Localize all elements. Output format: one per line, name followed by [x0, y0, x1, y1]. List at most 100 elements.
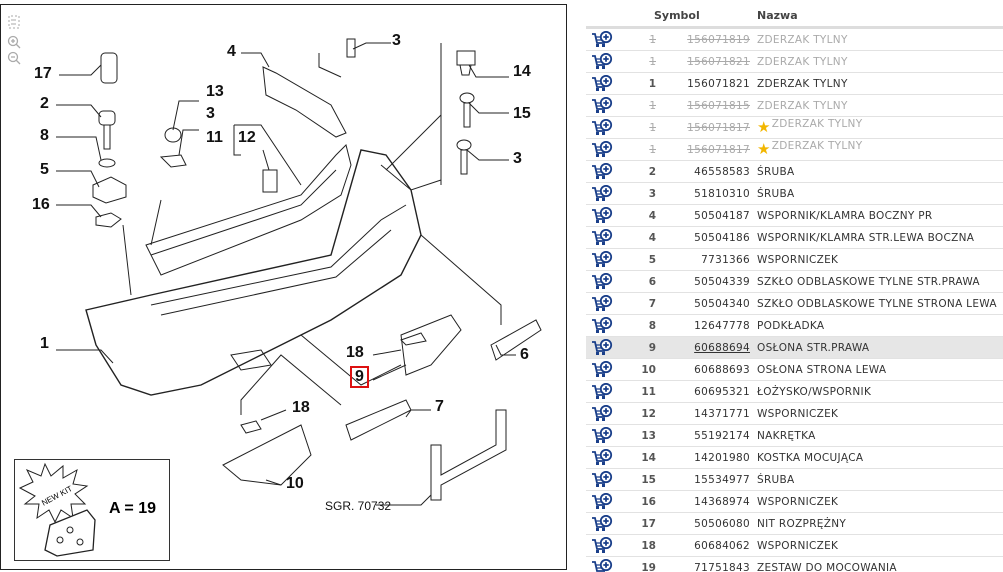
header-symbol[interactable]: Symbol	[654, 9, 700, 22]
callout-3-right[interactable]: 3	[513, 150, 522, 167]
parts-diagram[interactable]: 17 2 8 5 16 1 13 3 11 12 4 3 14 15 3 18 …	[0, 4, 567, 570]
callout-6[interactable]: 6	[520, 346, 529, 363]
part-symbol: 14201980	[694, 452, 750, 464]
group-reference: SGR. 70732	[325, 499, 392, 513]
callout-3-left[interactable]: 3	[206, 105, 215, 122]
part-name-text: ŚRUBA	[757, 188, 795, 200]
add-to-cart-icon[interactable]	[591, 404, 613, 423]
add-to-cart-icon[interactable]	[591, 206, 613, 225]
position-number: 19	[641, 562, 656, 572]
header-name[interactable]: Nazwa	[757, 9, 798, 22]
add-to-cart-icon[interactable]	[591, 514, 613, 533]
callout-10[interactable]: 10	[286, 475, 304, 492]
add-to-cart-icon[interactable]	[591, 382, 613, 401]
part-symbol: 50504186	[694, 232, 750, 244]
callout-16[interactable]: 16	[32, 196, 50, 213]
callout-17[interactable]: 17	[34, 65, 52, 82]
part-name: OSŁONA STR.PRAWA	[757, 342, 869, 354]
add-to-cart-icon[interactable]	[591, 338, 613, 357]
part-symbol: 60688693	[694, 364, 750, 376]
add-to-cart-icon[interactable]	[591, 118, 613, 137]
add-to-cart-icon[interactable]	[591, 360, 613, 379]
part-name: NAKRĘTKA	[757, 430, 816, 442]
callout-15[interactable]: 15	[513, 105, 531, 122]
position-number: 16	[641, 496, 656, 508]
callout-2[interactable]: 2	[40, 95, 49, 112]
add-to-cart-icon[interactable]	[591, 74, 613, 93]
position-number: 1	[649, 100, 656, 112]
callout-1[interactable]: 1	[40, 335, 49, 352]
callout-12[interactable]: 12	[238, 129, 256, 146]
add-to-cart-icon[interactable]	[591, 162, 613, 181]
add-to-cart-icon[interactable]	[591, 294, 613, 313]
part-name: WSPORNICZEK	[757, 540, 838, 552]
part-name: SZKŁO ODBLASKOWE TYLNE STRONA LEWA	[757, 298, 997, 310]
add-to-cart-icon[interactable]	[591, 470, 613, 489]
callout-9-highlighted[interactable]: 9	[350, 366, 369, 388]
callout-11[interactable]: 11	[206, 129, 223, 146]
part-name-text: ŁOŻYSKO/WSPORNIK	[757, 386, 872, 398]
zoom-out-icon[interactable]	[7, 51, 21, 65]
position-number: 6	[648, 276, 656, 288]
add-to-cart-icon[interactable]	[591, 250, 613, 269]
table-row[interactable]: 9 60688694 OSŁONA STR.PRAWA	[586, 337, 1003, 359]
part-symbol: 50506080	[694, 518, 750, 530]
add-to-cart-icon[interactable]	[591, 272, 613, 291]
add-to-cart-icon[interactable]	[591, 52, 613, 71]
callout-8[interactable]: 8	[40, 127, 49, 144]
add-to-cart-icon[interactable]	[591, 96, 613, 115]
add-to-cart-icon[interactable]	[591, 448, 613, 467]
add-to-cart-icon[interactable]	[591, 228, 613, 247]
star-icon: ★	[757, 140, 771, 158]
callout-7[interactable]: 7	[435, 398, 444, 415]
add-to-cart-icon[interactable]	[591, 426, 613, 445]
callout-3-top[interactable]: 3	[392, 32, 401, 49]
callout-18-bottom[interactable]: 18	[292, 399, 310, 416]
add-to-cart-icon[interactable]	[591, 184, 613, 203]
add-to-cart-icon[interactable]	[591, 558, 613, 572]
new-kit-box: NEW KIT A = 19	[14, 459, 170, 561]
add-to-cart-icon[interactable]	[591, 492, 613, 511]
position-number: 9	[648, 342, 656, 354]
zoom-in-icon[interactable]	[7, 35, 21, 49]
part-name-text: NAKRĘTKA	[757, 430, 816, 442]
add-to-cart-icon[interactable]	[591, 536, 613, 555]
position-number: 4	[648, 210, 656, 222]
add-to-cart-icon[interactable]	[591, 30, 613, 49]
callout-18-top[interactable]: 18	[346, 344, 364, 361]
add-to-cart-icon[interactable]	[591, 316, 613, 335]
add-to-cart-icon[interactable]	[591, 140, 613, 159]
fit-icon[interactable]	[7, 15, 21, 29]
callout-13[interactable]: 13	[206, 83, 224, 100]
callout-14[interactable]: 14	[513, 63, 531, 80]
part-name: ZDERZAK TYLNY	[757, 100, 848, 112]
callout-4[interactable]: 4	[227, 43, 236, 60]
part-symbol[interactable]: 60688694	[694, 342, 750, 354]
callout-5[interactable]: 5	[40, 161, 49, 178]
position-number: 13	[641, 430, 656, 442]
